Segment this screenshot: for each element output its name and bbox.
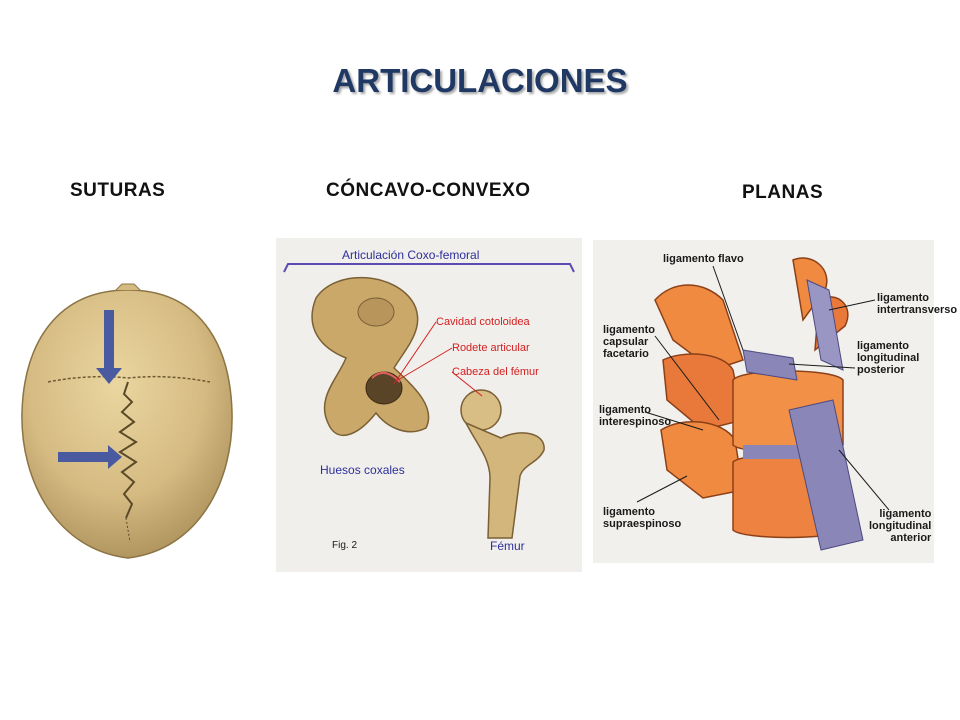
section-label-planas: PLANAS bbox=[742, 182, 824, 203]
arrow-right-icon bbox=[58, 445, 122, 469]
label-line: longitudinal bbox=[857, 352, 920, 364]
label-line: posterior bbox=[857, 364, 905, 376]
label-ligamento-supraespinoso: ligamento supraespinoso bbox=[603, 506, 681, 530]
spine-drawing bbox=[636, 257, 890, 551]
hip-figure-heading: Articulación Coxo-femoral bbox=[342, 248, 480, 262]
label-huesos-coxales: Huesos coxales bbox=[320, 463, 405, 477]
label-cavidad-cotoloidea: Cavidad cotoloidea bbox=[436, 316, 530, 328]
skull-illustration bbox=[18, 282, 238, 562]
hip-drawing bbox=[283, 263, 575, 539]
label-line: ligamento bbox=[599, 404, 651, 416]
label-line: anterior bbox=[890, 532, 932, 544]
label-ligamento-longitudinal-anterior: ligamento longitudinal anterior bbox=[869, 508, 931, 544]
label-ligamento-interespinoso: ligamento interespinoso bbox=[599, 404, 671, 428]
label-line: intertransverso bbox=[877, 304, 958, 316]
label-line: ligamento bbox=[603, 506, 655, 518]
label-ligamento-intertransverso: ligamento intertransverso bbox=[877, 292, 957, 316]
label-line: interespinoso bbox=[599, 416, 672, 428]
slide-title: ARTICULACIONES bbox=[332, 62, 628, 99]
label-femur: Fémur bbox=[490, 539, 525, 553]
label-line: capsular bbox=[603, 336, 649, 348]
label-fig-2: Fig. 2 bbox=[332, 540, 358, 551]
label-rodete-articular: Rodete articular bbox=[452, 342, 530, 354]
section-label-concavo-convexo: CÓNCAVO-CONVEXO bbox=[326, 180, 531, 201]
label-line: longitudinal bbox=[869, 520, 932, 532]
label-ligamento-flavo: ligamento flavo bbox=[663, 253, 744, 265]
label-line: facetario bbox=[603, 348, 649, 360]
section-label-suturas: SUTURAS bbox=[70, 180, 166, 201]
label-ligamento-capsular-facetario: ligamento capsular facetario bbox=[603, 324, 655, 360]
spine-ligaments-figure: ligamento flavo ligamento intertransvers… bbox=[593, 240, 957, 563]
label-ligamento-longitudinal-posterior: ligamento longitudinal posterior bbox=[857, 340, 919, 376]
label-line: ligamento bbox=[879, 508, 932, 520]
hip-joint-figure: Articulación Coxo-femoral Cavidad cotolo… bbox=[276, 238, 582, 572]
label-line: ligamento bbox=[603, 324, 655, 336]
arrow-down-icon bbox=[96, 310, 122, 384]
label-line: ligamento bbox=[857, 340, 909, 352]
label-cabeza-femur: Cabeza del fémur bbox=[452, 366, 539, 378]
label-line: ligamento bbox=[877, 292, 929, 304]
skull-drawing bbox=[21, 283, 233, 559]
label-line: supraespinoso bbox=[603, 518, 682, 530]
